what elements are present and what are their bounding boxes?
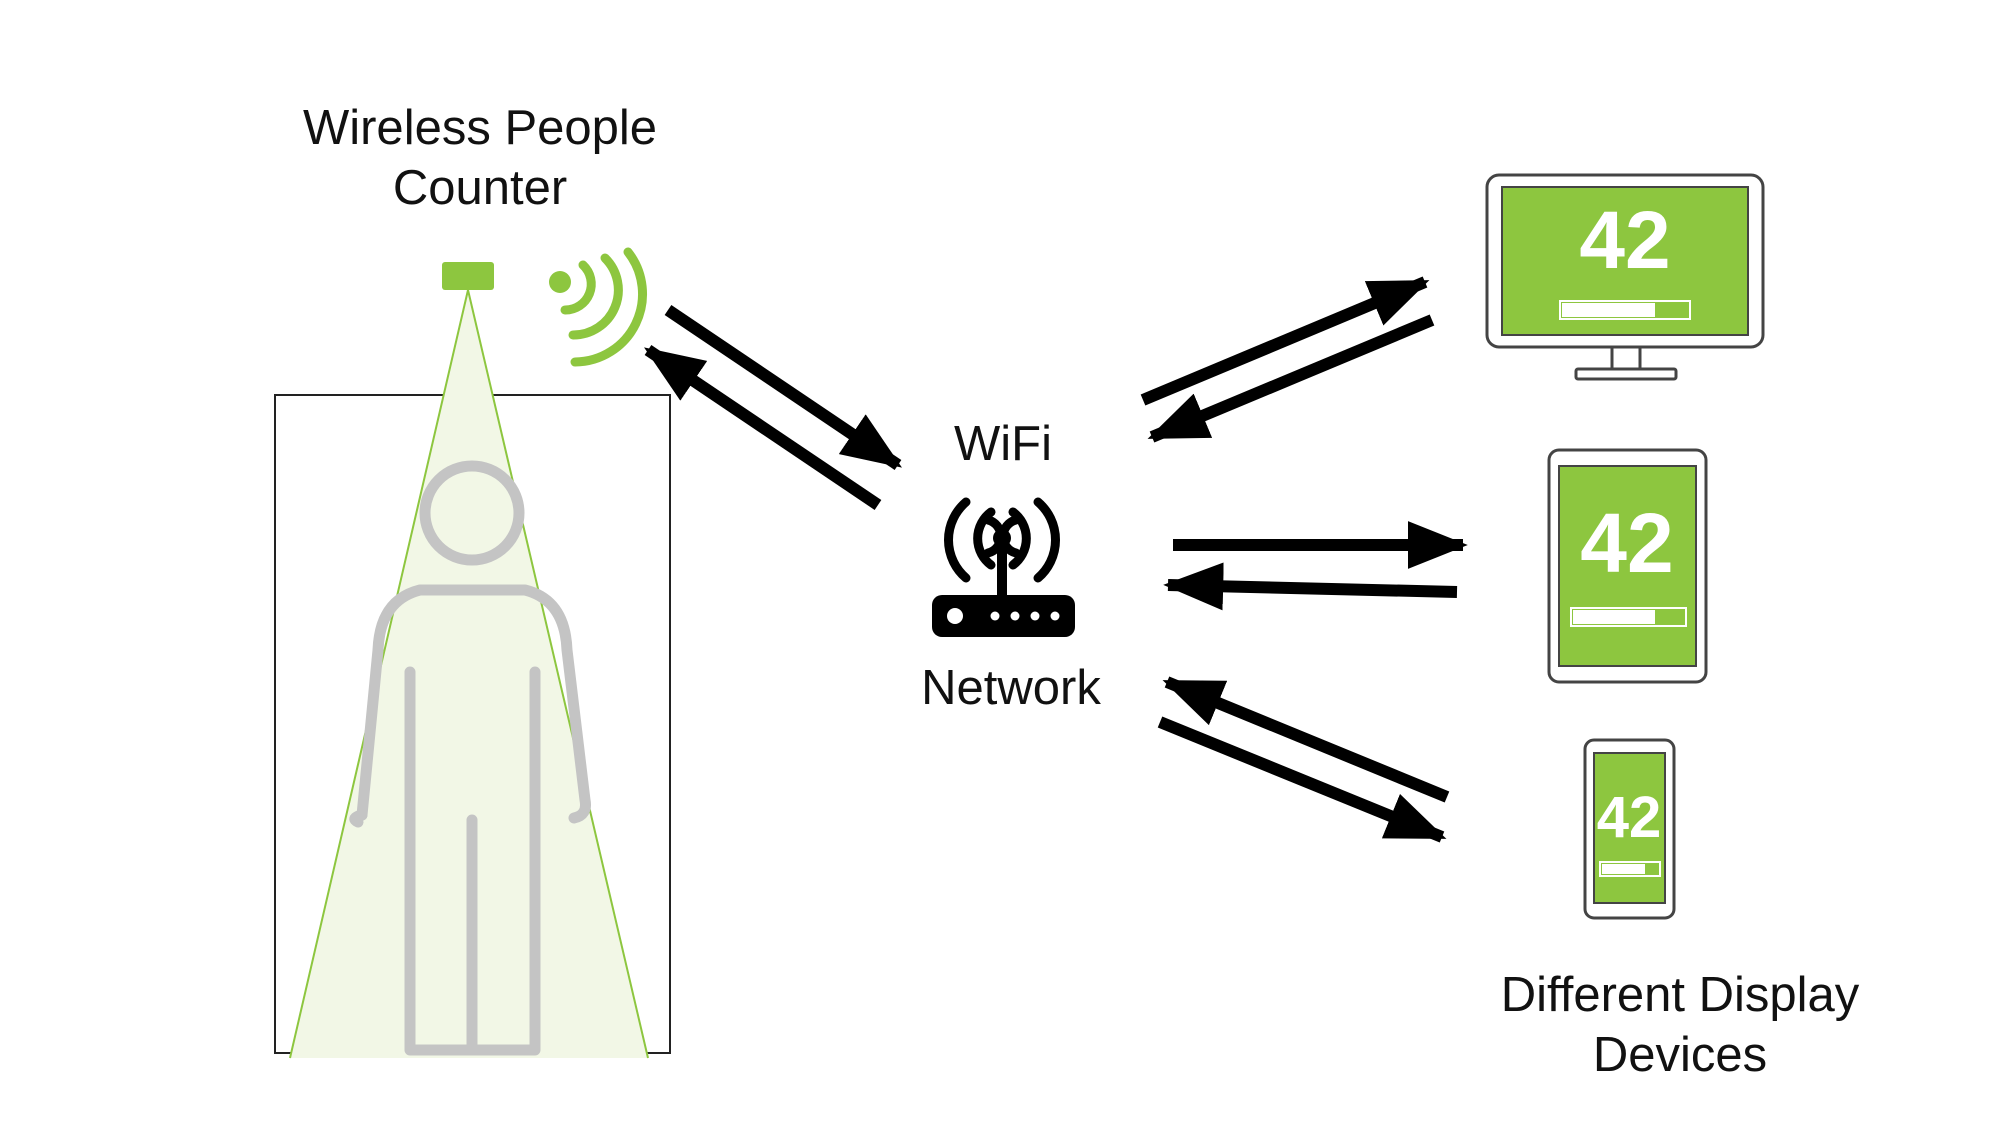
devices-label-line1: Different Display bbox=[1500, 968, 1860, 1022]
monitor-count: 42 bbox=[1579, 195, 1670, 286]
network-label: Network bbox=[921, 661, 1101, 715]
arrow-network-to-counter bbox=[644, 345, 882, 510]
arrow-monitor-to-network bbox=[1147, 314, 1435, 443]
arrow-phone-to-network bbox=[1162, 676, 1450, 803]
phone-count: 42 bbox=[1597, 785, 1662, 850]
people-counter-sensor bbox=[442, 262, 494, 290]
data-flow-arrows bbox=[644, 276, 1468, 843]
devices-label-line2: Devices bbox=[1592, 1028, 1768, 1082]
counter-label-line2: Counter bbox=[392, 161, 568, 215]
sensor-beam-edge-right bbox=[467, 289, 649, 1059]
arrow-tablet-to-network bbox=[1163, 562, 1458, 611]
counter-label: Wireless People Counter bbox=[280, 98, 680, 218]
monitor-device: 42 bbox=[1485, 173, 1765, 381]
arrow-counter-to-network bbox=[664, 305, 902, 470]
phone-device: 42 bbox=[1583, 738, 1676, 920]
tablet-count: 42 bbox=[1580, 496, 1673, 590]
person-icon bbox=[349, 460, 591, 1056]
wifi-router-icon bbox=[932, 497, 1075, 637]
sensor-beam bbox=[290, 290, 648, 1058]
tablet-device: 42 bbox=[1547, 448, 1708, 684]
devices-label: Different Display Devices bbox=[1470, 965, 1890, 1085]
wireless-signal-icon bbox=[549, 247, 648, 367]
wifi-label: WiFi bbox=[954, 417, 1052, 471]
arrow-network-to-phone bbox=[1157, 716, 1447, 843]
counter-scene bbox=[274, 247, 671, 1059]
arrow-network-to-monitor bbox=[1140, 276, 1430, 406]
counter-label-line1: Wireless People bbox=[302, 101, 658, 155]
